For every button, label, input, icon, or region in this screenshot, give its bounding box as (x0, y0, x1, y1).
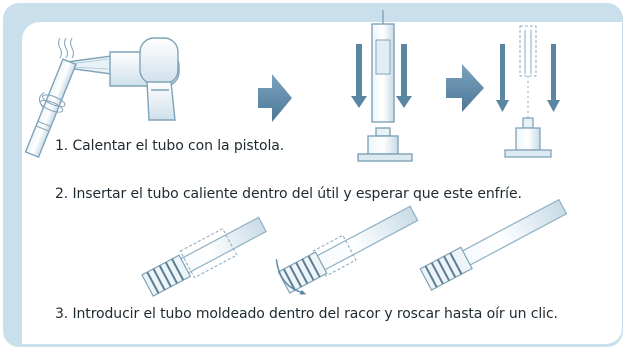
fitting-icon (141, 216, 267, 297)
arrow-down-icon (496, 44, 560, 112)
arrow-down-icon (351, 44, 412, 108)
mold-tool-icon (504, 25, 552, 158)
fitting-icon (419, 198, 568, 291)
fitting-icon (275, 205, 419, 295)
heat-lines-icon (57, 37, 75, 59)
heat-gun-icon (66, 37, 180, 121)
arrow-right-icon (258, 74, 292, 122)
arrow-right-icon (446, 64, 484, 112)
step-2-caption: 2. Insertar el tubo caliente dentro del … (55, 186, 522, 202)
mold-tool-icon (357, 10, 413, 162)
step-3-caption: 3. Introducir el tubo moldeado dentro de… (55, 306, 558, 322)
tube-icon (24, 58, 77, 159)
step-1-caption: 1. Calentar el tubo con la pistola. (55, 138, 285, 154)
